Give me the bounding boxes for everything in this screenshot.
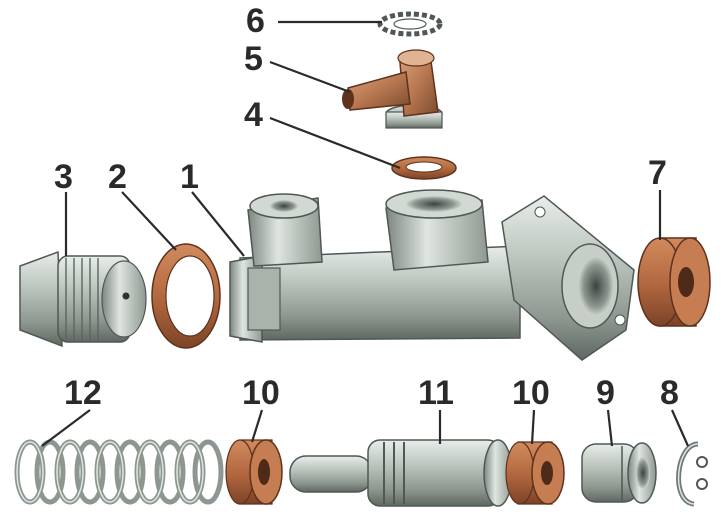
leader-10b — [530, 409, 536, 445]
callout-5: 5 — [244, 40, 263, 78]
cup-seal-right — [505, 441, 565, 505]
return-spring — [14, 439, 224, 505]
snap-ring — [676, 441, 708, 507]
leader-lines — [41, 20, 690, 447]
master-cylinder-body — [229, 189, 635, 361]
guide-bushing — [581, 442, 657, 504]
callout-6: 6 — [246, 2, 265, 40]
leader-5 — [269, 60, 351, 94]
callout-10-left: 10 — [242, 374, 280, 412]
fitting-gasket — [391, 156, 457, 180]
leader-1 — [191, 191, 245, 257]
piston — [289, 439, 513, 507]
sealing-washer-left — [151, 243, 221, 349]
callout-9: 9 — [596, 374, 615, 412]
callout-8: 8 — [660, 374, 679, 412]
callout-7: 7 — [648, 154, 667, 192]
callout-1: 1 — [180, 158, 199, 196]
callout-10-right: 10 — [512, 374, 550, 412]
rubber-cup-right — [637, 237, 711, 327]
leader-8 — [670, 409, 690, 447]
callout-12: 12 — [64, 374, 102, 412]
callout-11: 11 — [418, 374, 454, 412]
leader-2 — [121, 191, 177, 251]
threaded-plug — [19, 250, 147, 348]
callout-labels: 1 2 3 4 5 6 7 8 9 10 10 11 12 — [54, 2, 679, 412]
leader-12 — [41, 409, 91, 447]
hose-fitting — [342, 49, 443, 129]
leader-9 — [606, 409, 614, 447]
callout-4: 4 — [244, 96, 263, 134]
cup-seal-left — [225, 439, 283, 505]
lock-washer — [377, 11, 443, 37]
callout-3: 3 — [54, 158, 73, 196]
callout-2: 2 — [108, 158, 127, 196]
leader-4 — [269, 116, 401, 170]
leader-10a — [250, 409, 264, 443]
